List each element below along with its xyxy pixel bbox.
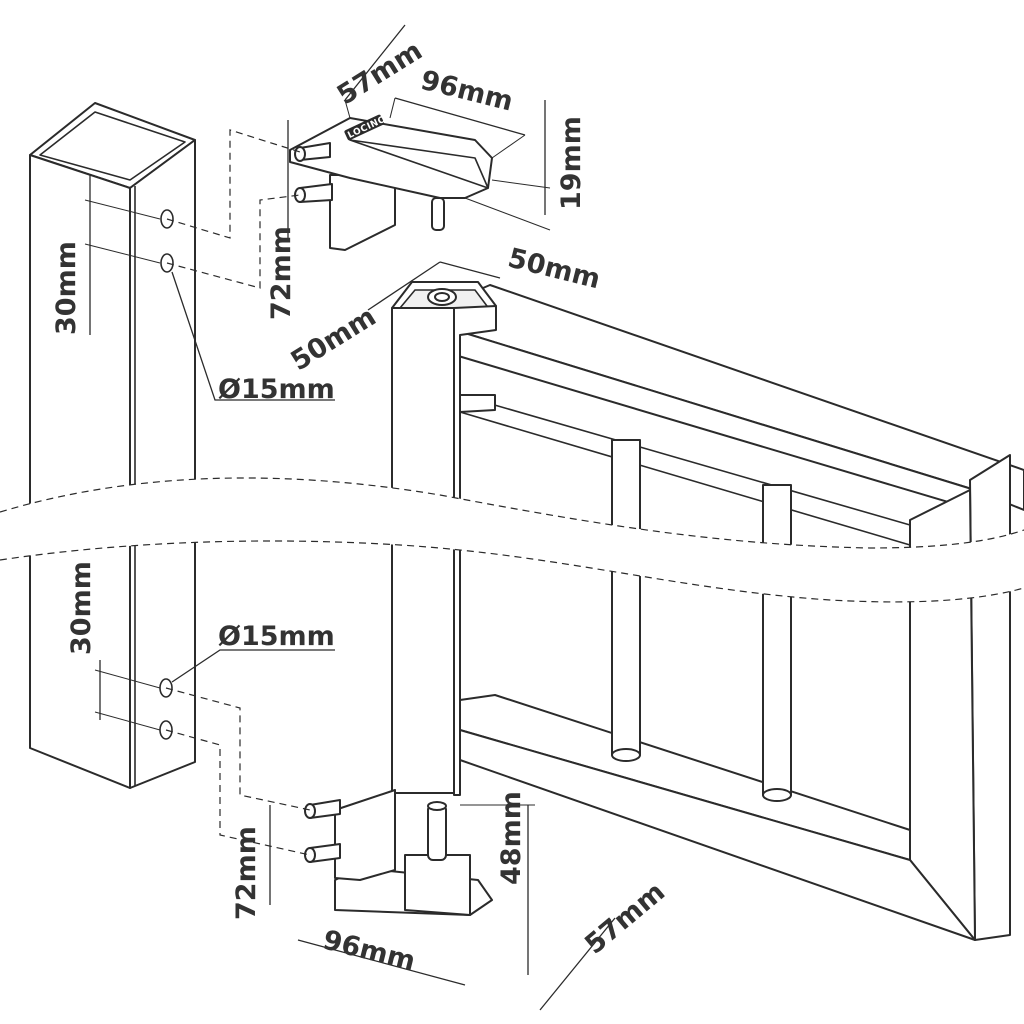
gate-post xyxy=(391,281,497,796)
dimension-lines xyxy=(84,24,616,1011)
bolt xyxy=(304,843,341,863)
label-top-bracket-height: 72mm xyxy=(266,226,297,320)
alignment-lines xyxy=(165,129,311,856)
label-top-hinge-depth: 57mm xyxy=(332,35,428,111)
label-top-hinge-length: 96mm xyxy=(418,65,517,118)
label-bottom-hinge-depth: 57mm xyxy=(579,876,671,960)
wall-post xyxy=(29,102,196,789)
bolt xyxy=(294,183,333,203)
label-bottom-pin-height: 48mm xyxy=(496,791,527,885)
label-bottom-hole-diameter: Ø15mm xyxy=(218,621,335,652)
label-top-hinge-height: 19mm xyxy=(556,116,587,210)
bolt xyxy=(304,799,341,819)
bottom-hinge xyxy=(304,789,493,916)
label-bottom-hinge-length: 96mm xyxy=(320,925,419,978)
label-top-hole-diameter: Ø15mm xyxy=(218,374,335,405)
label-bottom-bracket-height: 72mm xyxy=(231,826,262,920)
label-bottom-hole-spacing: 30mm xyxy=(66,561,97,655)
gate-frame xyxy=(454,284,1024,941)
label-post-width: 50mm xyxy=(286,301,382,377)
label-post-depth: 50mm xyxy=(505,243,604,296)
bolt xyxy=(294,142,331,162)
top-hinge: LOCINOX xyxy=(289,111,493,251)
break-line xyxy=(0,477,1024,603)
gate-bar xyxy=(762,484,792,802)
label-top-hole-spacing: 30mm xyxy=(51,241,82,335)
gate-bar xyxy=(611,439,641,762)
